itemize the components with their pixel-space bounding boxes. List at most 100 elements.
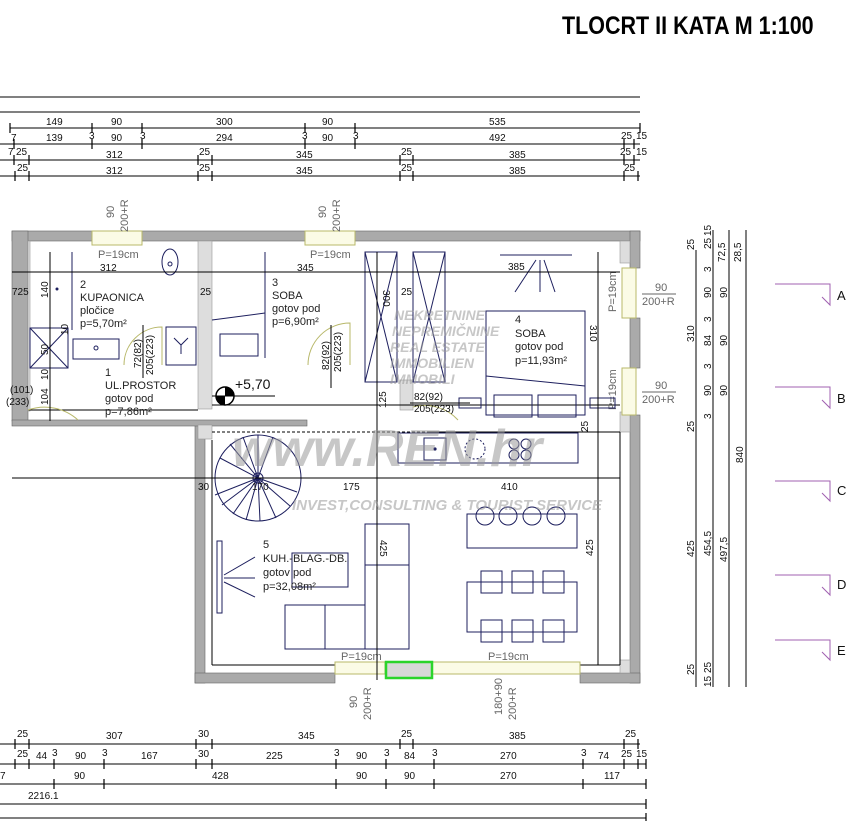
dim-label: 300 — [216, 117, 233, 128]
dim-label: 25 — [621, 749, 633, 760]
dim-label: 30 — [198, 749, 210, 760]
room-area: p=7,86m² — [105, 406, 152, 418]
dim-label: 84 — [703, 334, 714, 346]
dim-label: 90 — [356, 771, 368, 782]
section-marker-e: E — [775, 639, 846, 662]
doors — [27, 322, 459, 421]
dim-label: 25 — [401, 147, 413, 158]
section-markers: A B C D E — [775, 283, 846, 662]
dim-label: 225 — [266, 751, 283, 762]
sill-height: P=19cm — [488, 651, 529, 663]
section-marker-d: D — [775, 574, 846, 597]
toilet-icon — [161, 248, 179, 276]
sill-height: P=19cm — [98, 249, 139, 261]
dim-label: 104 — [40, 388, 51, 405]
dim-label: 25 — [17, 729, 29, 740]
dim-label: 30 — [198, 729, 210, 740]
dim-label: 7 — [8, 147, 14, 158]
dim-label: 25 — [686, 663, 697, 675]
room-5-label: 5 KUH.-BLAG.-DB. gotov pod p=32,08m² — [263, 539, 347, 593]
coffee-table-icon — [291, 552, 349, 588]
dim-label: 167 — [141, 751, 158, 762]
dim-label: 3 — [703, 363, 714, 369]
watermark-line: IMMOBILI — [390, 371, 456, 387]
dim-label: 28,5 — [733, 242, 744, 262]
dim-label: 25 — [199, 163, 211, 174]
dim-label: 50 — [40, 343, 51, 355]
dim-label: 345 — [298, 731, 315, 742]
room-number: 2 — [80, 279, 86, 291]
dim-label: 15 — [636, 147, 648, 158]
dim-label: 90 — [703, 286, 714, 298]
window-height: 200+R — [507, 687, 519, 720]
room-name: KUPAONICA — [80, 292, 145, 304]
dim-label: 3 — [334, 748, 340, 759]
dim-label: 3 — [384, 748, 390, 759]
watermark-brand: www.REN.hr — [232, 420, 545, 478]
room-name: KUH.-BLAG.-DB. — [263, 553, 347, 565]
dim-label: 90 — [719, 384, 730, 396]
dim-label: 410 — [501, 482, 518, 493]
room-1-label: 1 UL.PROSTOR gotov pod p=7,86m² — [105, 367, 176, 418]
kitchen-island-icon — [466, 513, 578, 549]
sink-icon — [72, 338, 120, 360]
dim-label: 15 — [636, 749, 648, 760]
furniture — [29, 248, 616, 650]
window-width: 180+90 — [493, 678, 505, 715]
room-floor: pločice — [80, 305, 114, 317]
dim-label: 117 — [604, 771, 620, 782]
dim-label: 345 — [296, 166, 313, 177]
room-floor: gotov pod — [272, 303, 320, 315]
dim-label: 3 — [102, 748, 108, 759]
window-height: 200+R — [119, 199, 131, 232]
selected-wall-highlight[interactable] — [384, 660, 434, 680]
dim-label: 90 — [719, 334, 730, 346]
wardrobe-icon — [364, 251, 398, 383]
section-letter: E — [837, 643, 846, 658]
window-width: 90 — [655, 380, 667, 392]
room-3-label: 3 SOBA gotov pod p=6,90m² — [272, 277, 320, 328]
right-dimensions: 25 310 25 425 25 25 15 3 90 3 84 3 90 3 … — [686, 224, 747, 687]
door-dimension: 205(223) — [333, 332, 344, 372]
dim-label: 25 — [580, 420, 591, 432]
inner-dimensions: 312 345 385 725 140 25 25 300 310 125 10… — [6, 252, 620, 680]
drawing-title: TLOCRT II KATA M 1:100 — [562, 12, 814, 40]
door-dimension: 82(92) — [414, 392, 443, 403]
level-value: +5,70 — [235, 376, 271, 392]
windows — [91, 230, 637, 680]
dim-label: 25 — [703, 237, 714, 249]
dim-label: 25 — [199, 147, 211, 158]
dim-label: 15 — [703, 675, 714, 687]
walls — [11, 230, 641, 684]
washing-machine-icon — [165, 326, 197, 366]
kitchen-sink-icon — [423, 437, 447, 461]
shower-icon — [29, 327, 69, 369]
top-dimensions: 149 90 300 90 535 7 139 3 90 3 294 3 90 … — [0, 96, 648, 181]
dim-label: 3 — [140, 131, 146, 142]
room-name: SOBA — [272, 290, 303, 302]
dim-label: 270 — [500, 771, 517, 782]
dim-label: 454,5 — [703, 531, 714, 556]
dim-label: 3 — [432, 748, 438, 759]
window-height: 200+R — [642, 394, 675, 406]
dim-label: 497,5 — [719, 537, 730, 562]
dim-label: 25 — [686, 420, 697, 432]
dim-label: 310 — [686, 325, 697, 342]
room-area: p=6,90m² — [272, 316, 319, 328]
desk-icon — [219, 333, 259, 357]
dim-label: 25 — [17, 749, 29, 760]
bottom-dimensions: 25 307 30 345 25 385 25 25 44 3 90 3 167… — [0, 729, 648, 821]
sill-height: P=19cm — [607, 369, 619, 410]
watermark-line: NEPREMIČNINE — [392, 322, 500, 339]
dim-label: 25 — [620, 147, 632, 158]
dim-label: 428 — [212, 771, 229, 782]
dim-label: 294 — [216, 133, 233, 144]
dim-label: 725 — [12, 287, 29, 298]
window-height: 200+R — [642, 296, 675, 308]
dim-label: 15 — [636, 131, 648, 142]
door-dimension: 205(223) — [145, 335, 156, 375]
dim-label: 10 — [60, 323, 71, 335]
dim-label: 25 — [625, 729, 637, 740]
dim-label: 149 — [46, 117, 63, 128]
